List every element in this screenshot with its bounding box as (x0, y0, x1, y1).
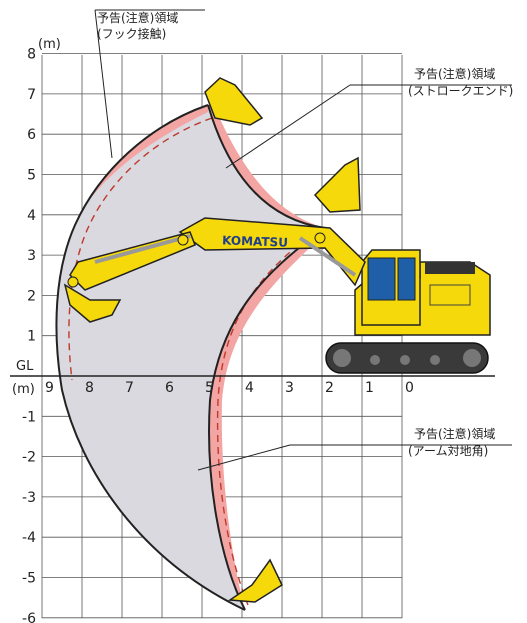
inner-range-outline (208, 227, 326, 611)
x-tick-label: 0 (405, 380, 414, 396)
y-tick-label: -2 (22, 450, 36, 466)
annotation-hook-contact-line2: (フック接触) (97, 26, 166, 41)
x-tick-label: 4 (245, 380, 254, 396)
y-tick-label: 1 (27, 329, 36, 345)
working-range-outline (55, 104, 246, 611)
x-tick-label: 5 (205, 380, 214, 396)
bucket-low-reach (63, 283, 122, 323)
annotation-arm-angle-line1: 予告(注意)領域 (414, 426, 495, 441)
annotation-arm-angle-line2: (アーム対地角) (408, 444, 488, 458)
bucket-bottom-reach (227, 558, 283, 603)
annotation-arm-angle: 予告(注意)領域 (アーム対地角) (197, 426, 512, 471)
bucket-stroke-end (313, 156, 361, 213)
y-tick-label: 5 (27, 168, 36, 184)
excavator: KOMATSU (67, 217, 491, 374)
annotation-hook-contact: 予告(注意)領域 (フック接触) (94, 9, 205, 159)
x-axis-ticks: 9 8 7 6 5 4 3 2 1 0 (45, 380, 414, 396)
y-tick-label: 4 (27, 208, 36, 224)
caution-zone-hook-contact (75, 105, 208, 225)
annotation-stroke-end: 予告(注意)領域 (ストロークエンド) (225, 66, 513, 169)
x-tick-label: 7 (125, 380, 134, 396)
x-axis-unit: (m) (12, 382, 35, 397)
y-axis-unit: (m) (38, 37, 61, 52)
x-tick-label: 1 (365, 380, 374, 396)
y-tick-label: 3 (27, 248, 36, 264)
y-tick-label: 7 (27, 87, 36, 103)
x-tick-label: 8 (85, 380, 94, 396)
y-tick-label: -5 (22, 571, 36, 587)
x-tick-label: 9 (45, 380, 54, 396)
y-axis-ticks: 8 7 6 5 4 3 2 1 -1 -2 -3 -4 -5 -6 (22, 47, 36, 623)
y-tick-label: 6 (27, 127, 36, 143)
y-tick-label: -6 (22, 611, 36, 623)
y-tick-label: 2 (27, 288, 36, 304)
brand-label: KOMATSU (222, 233, 288, 249)
x-tick-label: 6 (165, 380, 174, 396)
y-tick-label: -1 (22, 409, 36, 425)
dashed-boundary-outer (68, 117, 213, 381)
annotation-stroke-end-line2: (ストロークエンド) (408, 84, 513, 98)
bucket-top-reach (204, 77, 264, 126)
y-tick-label: -3 (22, 490, 36, 506)
y-tick-label: 8 (27, 47, 36, 63)
annotation-hook-contact-line1: 予告(注意)領域 (97, 10, 178, 25)
x-tick-label: 3 (285, 380, 294, 396)
caution-zone-arm-angle (209, 228, 325, 610)
dashed-boundary-inner (216, 229, 319, 606)
excavator-arm (69, 231, 196, 291)
working-range-area (56, 105, 326, 610)
x-tick-label: 2 (325, 380, 334, 396)
annotation-stroke-end-line1: 予告(注意)領域 (414, 66, 495, 81)
top-range-outline (207, 104, 326, 229)
y-tick-label: -4 (22, 530, 36, 546)
ground-label: GL (16, 359, 34, 374)
